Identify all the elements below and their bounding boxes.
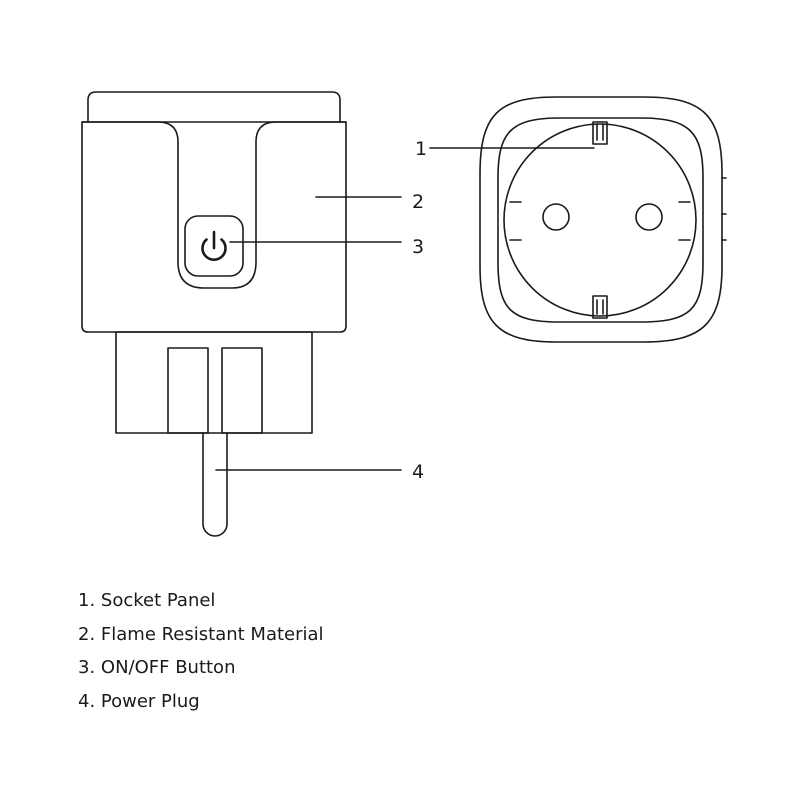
plug-body	[81, 121, 347, 333]
legend-item-flame-resistant-material: 2. Flame Resistant Material	[78, 623, 324, 645]
plug-base-slot-left	[167, 347, 209, 434]
pin-hole-right	[635, 203, 663, 231]
callout-number-4: 4	[412, 461, 424, 483]
legend-item-power-plug: 4. Power Plug	[78, 690, 200, 712]
socket-inner-panel	[497, 117, 704, 323]
socket-recess	[503, 123, 697, 317]
flame-resistant-panel	[81, 121, 347, 289]
plug-side-view	[81, 91, 347, 537]
plug-base	[115, 331, 313, 434]
legend-item-on-off-button: 3. ON/OFF Button	[78, 657, 236, 678]
parts-legend: 1. Socket Panel 2. Flame Resistant Mater…	[78, 584, 324, 718]
socket-outer-frame	[479, 96, 723, 343]
ground-clip-bottom	[592, 295, 608, 319]
pin-hole-left	[542, 203, 570, 231]
callout-number-1: 1	[415, 138, 427, 160]
power-icon	[201, 230, 227, 262]
on-off-button	[184, 215, 244, 277]
power-prong	[202, 432, 228, 537]
plug-base-slot-right	[221, 347, 263, 434]
socket-front-view	[479, 96, 727, 343]
ground-clip-top	[592, 121, 608, 145]
callout-number-2: 2	[412, 191, 424, 213]
callout-number-3: 3	[412, 236, 424, 258]
legend-item-socket-panel: 1. Socket Panel	[78, 590, 216, 611]
plug-top-cap	[87, 91, 341, 123]
